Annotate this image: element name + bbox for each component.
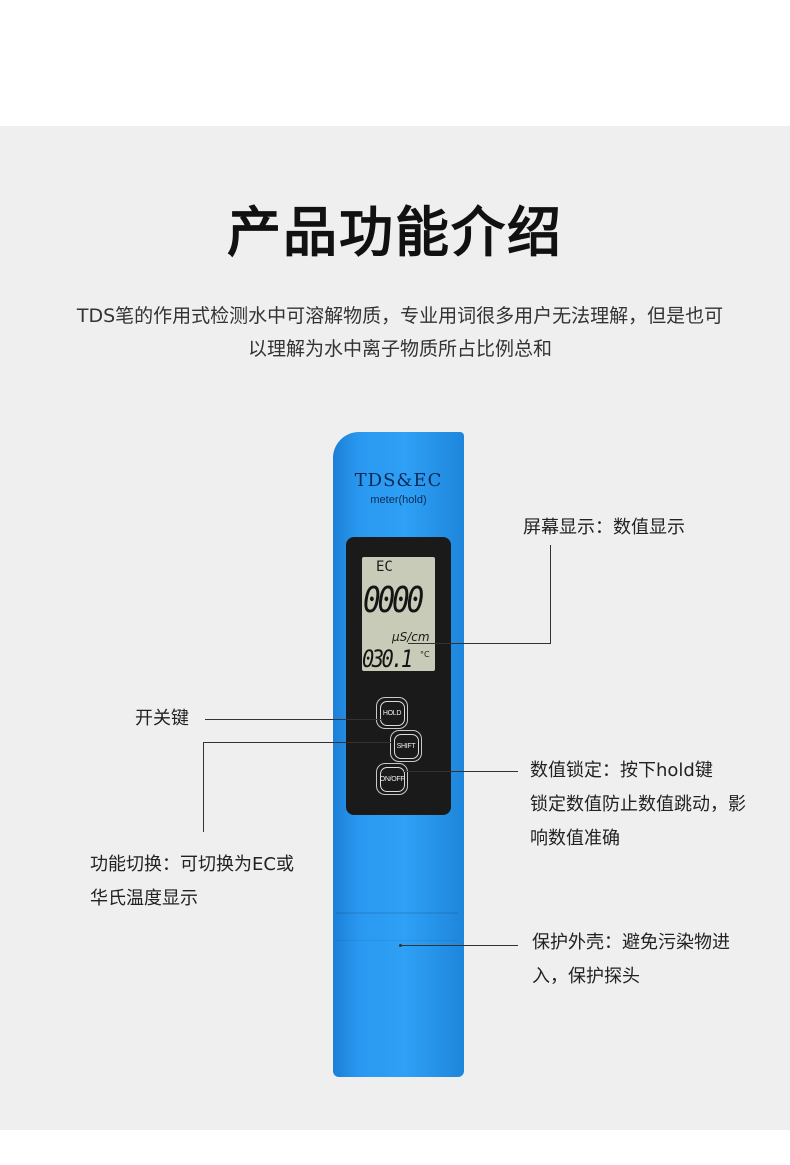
cap-seam-lower: [336, 940, 458, 941]
lcd-mode: EC: [376, 559, 393, 575]
lcd-temperature: 030.1: [362, 645, 413, 673]
device-brand: TDS&EC: [354, 470, 443, 491]
onoff-button[interactable]: ON/OFF: [376, 763, 408, 795]
callout-shell-2: 入，保护探头: [532, 966, 640, 987]
callout-function-line-h: [203, 742, 391, 743]
lcd-temperature-unit: °C: [420, 650, 430, 659]
shift-button-label: SHIFT: [393, 733, 419, 759]
callout-shell-line: [402, 945, 518, 946]
callout-function-2: 华氏温度显示: [90, 888, 198, 909]
callout-hold-line: [404, 771, 518, 772]
shift-button[interactable]: SHIFT: [390, 730, 422, 762]
onoff-button-label: ON/OFF: [379, 766, 405, 792]
hold-button-label: HOLD: [379, 700, 405, 726]
callout-hold-3: 响数值准确: [530, 828, 620, 849]
description-line-1: TDS笔的作用式检测水中可溶解物质，专业用词很多用户无法理解，但是也可: [76, 305, 724, 327]
lcd-screen: [362, 557, 435, 671]
page-title: 产品功能介绍: [227, 201, 563, 264]
callout-hold-2: 锁定数值防止数值跳动，影: [530, 794, 746, 815]
callout-shell-dot: [399, 944, 402, 947]
bottom-whitespace: [0, 1130, 790, 1165]
callout-screen-line-v: [550, 545, 551, 643]
lcd-reading: 0000: [363, 580, 424, 621]
callout-screen: 屏幕显示：数值显示: [523, 517, 685, 538]
callout-shell-1: 保护外壳：避免污染物进: [532, 932, 730, 953]
callout-power-line: [205, 719, 383, 720]
hold-button[interactable]: HOLD: [376, 697, 408, 729]
callout-function-line-v: [203, 742, 204, 832]
cap-seam: [336, 912, 458, 914]
description-line-2: 以理解为水中离子物质所占比例总和: [247, 338, 552, 360]
callout-function-1: 功能切换：可切换为EC或: [90, 854, 294, 875]
lcd-unit: μS/cm: [392, 630, 430, 644]
callout-hold-1: 数值锁定：按下hold键: [530, 760, 713, 781]
callout-screen-line-h: [408, 643, 551, 644]
product-description: TDS笔的作用式检测水中可溶解物质，专业用词很多用户无法理解，但是也可 以理解为…: [55, 300, 745, 366]
device-model: meter(hold): [370, 494, 427, 506]
callout-power: 开关键: [135, 708, 189, 729]
